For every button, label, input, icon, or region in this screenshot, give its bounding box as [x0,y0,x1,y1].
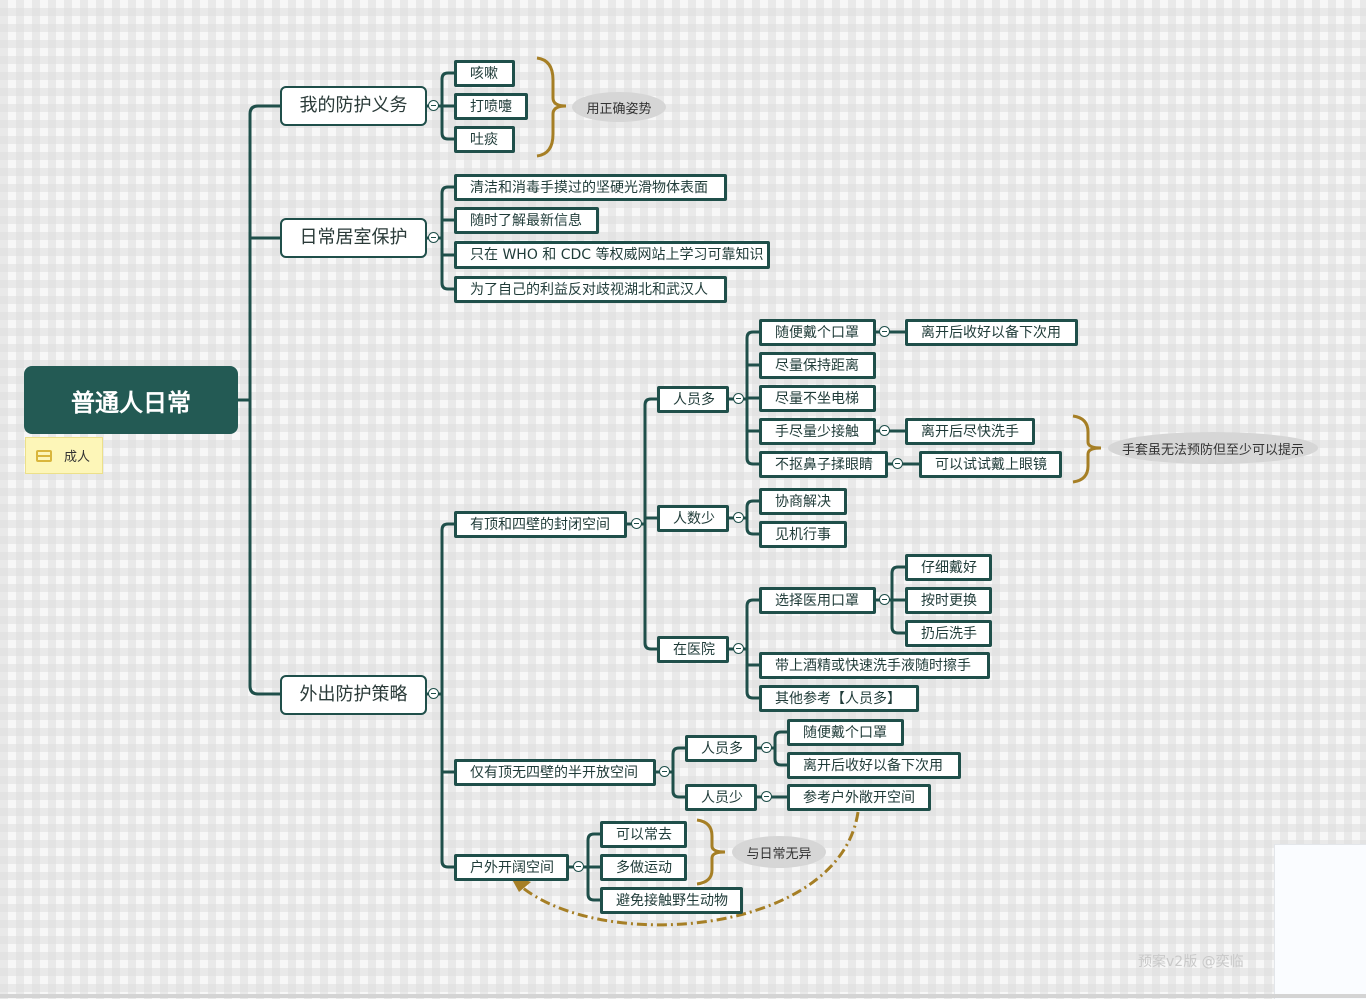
collapse-toggle[interactable] [428,100,439,111]
bottom-scrollbar[interactable] [0,994,1366,998]
label-icon [36,449,52,462]
topic-keep-distance[interactable]: 尽量保持距离 [759,352,876,379]
collapse-toggle[interactable] [733,393,744,404]
collapse-toggle[interactable] [631,518,642,529]
watermark: 预案v2版 @奕临 [1138,954,1244,970]
topic-cough[interactable]: 咳嗽 [454,60,515,87]
topic-crowded[interactable]: 人员多 [657,386,729,413]
topic-wash-hands[interactable]: 离开后尽快洗手 [905,418,1035,445]
topic-home[interactable]: 日常居室保护 [280,218,427,258]
topic-see-crowded[interactable]: 其他参考【人员多】 [759,685,919,712]
topic-enclosed-space[interactable]: 有顶和四壁的封闭空间 [454,511,627,538]
topic-replace-on-time[interactable]: 按时更换 [905,587,992,614]
topic-sneeze[interactable]: 打喷嚏 [454,93,528,120]
collapse-toggle[interactable] [733,643,744,654]
collapse-toggle[interactable] [879,594,890,605]
collapse-toggle[interactable] [733,512,744,523]
collapse-toggle[interactable] [892,458,903,469]
topic-go-often[interactable]: 可以常去 [600,821,687,848]
topic-sparse[interactable]: 人数少 [657,505,729,532]
topic-sanitizer[interactable]: 带上酒精或快速洗手液随时擦手 [759,652,990,679]
summary-normal[interactable]: 与日常无异 [732,836,826,868]
topic-duties[interactable]: 我的防护义务 [280,86,427,126]
topic-spit[interactable]: 吐痰 [454,126,515,153]
topic-negotiate[interactable]: 协商解决 [759,488,847,515]
topic-exercise[interactable]: 多做运动 [600,854,687,881]
topic-open-space[interactable]: 户外开阔空间 [454,854,569,881]
tag-text: 成人 [64,450,91,465]
topic-adapt[interactable]: 见机行事 [759,521,847,548]
topic-authority-sites[interactable]: 只在 WHO 和 CDC 等权威网站上学习可靠知识 [454,241,770,269]
topic-hospital[interactable]: 在医院 [657,636,729,663]
summary-posture[interactable]: 用正确姿势 [572,92,666,122]
topic-avoid-elevator[interactable]: 尽量不坐电梯 [759,385,876,412]
collapse-toggle[interactable] [761,742,772,753]
collapse-toggle[interactable] [879,425,890,436]
topic-semi-mask[interactable]: 随便戴个口罩 [787,719,904,746]
topic-semi-open-space[interactable]: 仅有顶无四壁的半开放空间 [454,759,656,786]
topic-wear-carefully[interactable]: 仔细戴好 [905,554,992,581]
topic-latest-info[interactable]: 随时了解最新信息 [454,207,599,234]
collapse-toggle[interactable] [761,791,772,802]
topic-disinfect[interactable]: 清洁和消毒手摸过的坚硬光滑物体表面 [454,174,727,201]
topic-semi-crowded[interactable]: 人员多 [685,735,757,762]
collapse-toggle[interactable] [573,861,584,872]
topic-semi-keep-mask[interactable]: 离开后收好以备下次用 [787,752,961,779]
corner-panel [1274,844,1366,999]
topic-no-face-touch[interactable]: 不抠鼻子揉眼睛 [759,451,888,478]
collapse-toggle[interactable] [428,688,439,699]
topic-keep-mask[interactable]: 离开后收好以备下次用 [905,319,1078,346]
topic-refer-outdoor[interactable]: 参考户外敞开空间 [787,784,931,811]
collapse-toggle[interactable] [879,326,890,337]
label-tag[interactable]: 成人 [25,437,103,474]
topic-avoid-wildlife[interactable]: 避免接触野生动物 [600,887,743,914]
topic-semi-sparse[interactable]: 人员少 [685,784,757,811]
summary-gloves[interactable]: 手套虽无法预防但至少可以提示 [1108,432,1318,464]
topic-less-touch[interactable]: 手尽量少接触 [759,418,876,445]
topic-medical-mask[interactable]: 选择医用口罩 [759,587,876,614]
topic-wear-glasses[interactable]: 可以试试戴上眼镜 [919,451,1062,478]
collapse-toggle[interactable] [659,766,670,777]
topic-outing[interactable]: 外出防护策略 [280,675,427,715]
topic-wear-mask[interactable]: 随便戴个口罩 [759,319,876,346]
topic-no-discrimination[interactable]: 为了自己的利益反对歧视湖北和武汉人 [454,276,727,303]
root-topic[interactable]: 普通人日常 [24,366,238,434]
topic-wash-after-discard[interactable]: 扔后洗手 [905,620,992,647]
collapse-toggle[interactable] [428,232,439,243]
